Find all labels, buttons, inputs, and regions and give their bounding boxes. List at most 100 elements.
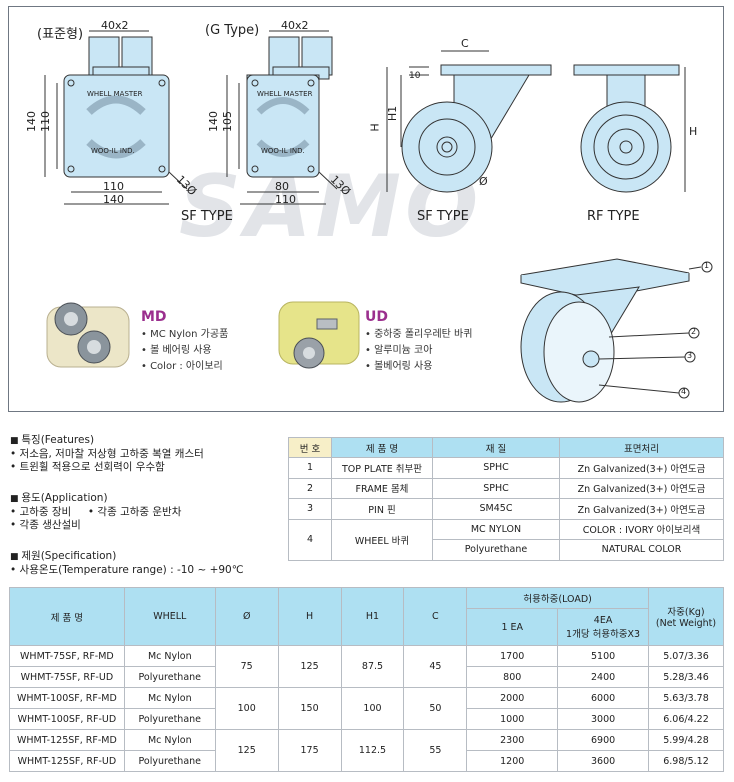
spec-table: 제 품 명 WHELL Ø H H1 C 허용하중(LOAD) 자중(Kg)(N… [9,587,724,772]
table-cell: 6.98/5.12 [648,750,724,772]
table-cell: 3600 [557,750,649,772]
ud-feature-list: • 중하중 폴리우레탄 바퀴 • 알루미늄 코아 • 볼베어링 사용 [365,327,472,375]
table-cell: WHMT-125SF, RF-UD [9,750,125,772]
table-cell: 1700 [466,645,559,667]
callout-4: 4 [681,387,687,396]
table-cell: WHMT-100SF, RF-MD [9,687,125,709]
table-cell: Mc Nylon [123,687,216,709]
dim-40x2-g: 40x2 [281,19,309,32]
table-cell: 5.63/3.78 [648,687,724,709]
application-title: 용도(Application) [10,492,181,506]
table-cell: 45 [403,645,468,688]
plate-text-bottom-g: WOO-IL IND. [261,147,305,155]
feature-item: • 저소음, 저마찰 저상형 고하중 복열 캐스터 [10,448,204,460]
sf-type-label-side: SF TYPE [417,209,469,224]
table-cell: TOP PLATE 취부판 [331,457,433,479]
table-cell: 5.99/4.28 [648,729,724,751]
table-cell: 175 [277,729,342,772]
table-cell: 3 [288,498,332,520]
table-cell: Polyurethane [123,666,216,688]
table-cell: Mc Nylon [123,645,216,667]
dim-std-w110: 110 [103,180,124,193]
spec-header-load-1ea: 1 EA [466,608,559,646]
ud-wheel-image [278,301,360,369]
table-cell: WHMT-75SF, RF-UD [9,666,125,688]
table-cell: 6.06/4.22 [648,708,724,730]
table-cell: WHEEL 바퀴 [331,518,433,561]
table-cell: SPHC [432,457,560,479]
spec-header-name: 제 품 명 [9,587,125,646]
md-title: MD [141,309,167,325]
table-cell: PIN 핀 [331,498,433,520]
spec-section: 제원(Specification) • 사용온도(Temperature ran… [10,550,244,577]
table-cell: WHMT-125SF, RF-MD [9,729,125,751]
spec-title: 제원(Specification) [10,550,244,564]
dim-40x2-std: 40x2 [101,19,129,32]
table-cell: SPHC [432,477,560,499]
plate-text-top-g: WHELL MASTER [257,90,313,98]
table-cell: 125 [214,729,279,772]
standard-type-label: (표준형) [37,27,84,42]
table-cell: 1 [288,457,332,479]
parts-header-no: 번 호 [288,437,332,458]
table-cell: 5.28/3.46 [648,666,724,688]
callout-3: 3 [687,351,693,360]
table-row: Polyurethane NATURAL COLOR [289,539,724,561]
table-cell: 150 [277,687,342,730]
spec-header-h: H [277,587,342,646]
spec-header-h1: H1 [340,587,405,646]
table-cell: 2300 [466,729,559,751]
application-section: 용도(Application) • 고하중 장비 • 각종 고하중 운반차 • … [10,492,181,532]
dim-10: 10 [409,71,421,81]
table-cell: Zn Galvanized(3+) 아연도금 [559,498,724,520]
plate-text-top-std: WHELL MASTER [87,90,143,98]
table-cell: 3000 [557,708,649,730]
features-title: 특징(Features) [10,434,204,448]
table-cell: SM45C [432,498,560,520]
table-row: 4 WHEEL 바퀴 MC NYLON COLOR : IVORY 아이보리색 [288,518,724,561]
table-cell: Zn Galvanized(3+) 아연도금 [559,477,724,499]
md-item: • 볼 베어링 사용 [141,345,212,356]
md-wheel-image [46,302,130,368]
table-cell: 2400 [557,666,649,688]
table-cell: 800 [466,666,559,688]
table-cell: 5.07/3.36 [648,645,724,667]
md-feature-list: • MC Nylon 가공품 • 볼 베어링 사용 • Color : 아이보리 [141,327,228,375]
dim-std-w140: 140 [103,193,124,206]
spec-header-whell: WHELL [123,587,216,646]
table-cell: 1200 [466,750,559,772]
dim-std-110: 110 [39,111,52,132]
spec-header-weight: 자중(Kg)(Net Weight) [648,587,724,646]
spec-temp: • 사용온도(Temperature range) : -10 ~ +90℃ [10,564,244,576]
spec-header-c: C [403,587,468,646]
dim-std-140: 140 [25,111,38,132]
table-cell: 5100 [557,645,649,667]
spec-header-phi: Ø [214,587,279,646]
table-cell: 55 [403,729,468,772]
dim-g-w110: 110 [275,193,296,206]
table-cell: 75 [214,645,279,688]
dim-g-140: 140 [207,111,220,132]
table-cell: COLOR : IVORY 아이보리색 [559,518,724,540]
table-cell: MC NYLON [432,518,560,540]
ud-item: • 알루미늄 코아 [365,345,433,356]
table-cell: WHMT-75SF, RF-MD [9,645,125,667]
table-cell: 100 [214,687,279,730]
table-cell: 6000 [557,687,649,709]
application-item: • 각종 생산설비 [10,519,81,531]
table-cell: Zn Galvanized(3+) 아연도금 [559,457,724,479]
ud-item: • 중하중 폴리우레탄 바퀴 [365,329,473,340]
feature-item: • 트윈휠 적용으로 선회력이 우수함 [10,461,165,473]
sf-type-label-plate: SF TYPE [181,209,233,224]
features-section: 특징(Features) • 저소음, 저마찰 저상형 고하중 복열 캐스터 •… [10,434,204,474]
ud-item: • 볼베어링 사용 [365,361,433,372]
table-cell: 50 [403,687,468,730]
